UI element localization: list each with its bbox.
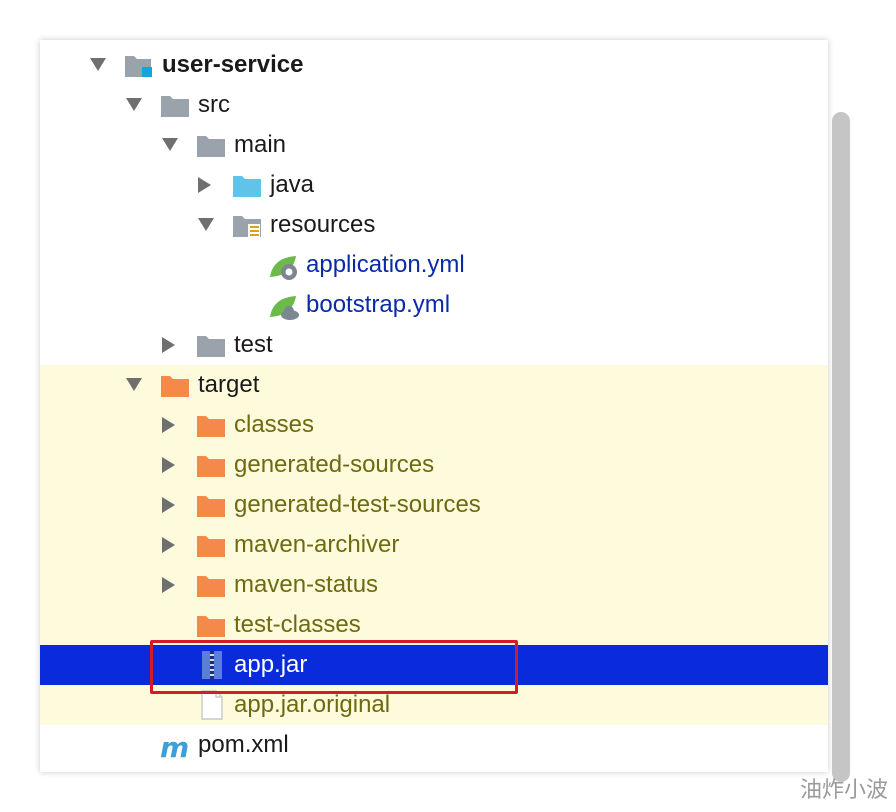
tree-row-java[interactable]: java	[40, 165, 828, 205]
tree-row-maven-archiver[interactable]: maven-archiver	[40, 525, 828, 565]
expand-arrow-icon[interactable]	[162, 577, 175, 593]
tree-row-generated-sources[interactable]: generated-sources	[40, 445, 828, 485]
excluded-folder-icon	[196, 573, 225, 597]
tree-row-target[interactable]: target	[40, 365, 828, 405]
vertical-scrollbar[interactable]	[832, 112, 850, 782]
tree-row-test-classes[interactable]: test-classes	[40, 605, 828, 645]
expand-arrow-icon[interactable]	[162, 537, 175, 553]
tree-row-app-jar-original[interactable]: app.jar.original	[40, 685, 828, 725]
resources-folder-icon	[232, 213, 261, 238]
tree-row-generated-test-sources[interactable]: generated-test-sources	[40, 485, 828, 525]
spring-cloud-config-icon	[268, 293, 299, 320]
tree-item-label: maven-archiver	[234, 531, 400, 558]
expand-arrow-icon[interactable]	[198, 177, 211, 193]
tree-item-label: bootstrap.yml	[306, 291, 451, 318]
folder-icon	[196, 333, 225, 357]
collapse-arrow-icon[interactable]	[90, 58, 106, 71]
tree-item-label: generated-test-sources	[234, 491, 481, 518]
tree-item-label: pom.xml	[198, 731, 289, 758]
maven-icon: m	[160, 731, 189, 764]
tree-row-bootstrap-yml[interactable]: bootstrap.yml	[40, 285, 828, 325]
excluded-folder-icon	[196, 493, 225, 517]
tree-item-label: maven-status	[234, 571, 379, 598]
jar-archive-icon	[200, 650, 226, 679]
tree-row-src[interactable]: src	[40, 85, 828, 125]
tree-item-label: test	[234, 331, 273, 358]
tree-item-label: java	[270, 171, 315, 198]
tree-row-main[interactable]: main	[40, 125, 828, 165]
svg-text:m: m	[160, 733, 189, 761]
tree-item-label: application.yml	[306, 251, 465, 278]
tree-item-label: classes	[234, 411, 315, 438]
collapse-arrow-icon[interactable]	[162, 138, 178, 151]
collapse-arrow-icon[interactable]	[198, 218, 214, 231]
source-folder-icon	[232, 173, 261, 197]
tree-row-app-jar[interactable]: app.jar	[40, 645, 828, 685]
tree-row-pom-xml[interactable]: m pom.xml	[40, 725, 828, 765]
spring-config-icon	[268, 253, 297, 280]
excluded-folder-icon	[196, 533, 225, 557]
watermark: 油炸小波	[799, 778, 888, 803]
collapse-arrow-icon[interactable]	[126, 98, 142, 111]
tree-row-test[interactable]: test	[40, 325, 828, 365]
tree-row-user-service[interactable]: user-service	[40, 45, 828, 85]
expand-arrow-icon[interactable]	[162, 457, 175, 473]
excluded-folder-icon	[196, 453, 225, 477]
folder-icon	[196, 133, 225, 157]
tree-item-label: target	[198, 371, 260, 398]
excluded-folder-icon	[196, 613, 225, 637]
tree-item-label: app.jar.original	[234, 691, 391, 718]
expand-arrow-icon[interactable]	[162, 497, 175, 513]
tree-item-label: main	[234, 131, 287, 158]
excluded-folder-icon	[196, 413, 225, 437]
tree-item-label: src	[198, 91, 230, 118]
tree-row-classes[interactable]: classes	[40, 405, 828, 445]
tree-row-maven-status[interactable]: maven-status	[40, 565, 828, 605]
tree-item-label: app.jar	[234, 651, 308, 678]
module-folder-icon	[124, 53, 152, 77]
tree-row-application-yml[interactable]: application.yml	[40, 245, 828, 285]
collapse-arrow-icon[interactable]	[126, 378, 142, 391]
expand-arrow-icon[interactable]	[162, 337, 175, 353]
expand-arrow-icon[interactable]	[162, 417, 175, 433]
annotation-highlight-box	[150, 640, 518, 694]
tree-row-resources[interactable]: resources	[40, 205, 828, 245]
tree-item-label: generated-sources	[234, 451, 435, 478]
excluded-folder-icon	[160, 373, 189, 397]
tree-item-label: resources	[270, 211, 376, 238]
folder-icon	[160, 93, 189, 117]
tree-item-label: user-service	[162, 51, 304, 78]
tree-item-label: test-classes	[234, 611, 361, 638]
